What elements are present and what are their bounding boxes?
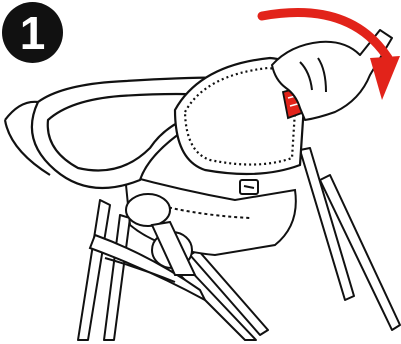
high-chair-illustration: [0, 0, 401, 344]
